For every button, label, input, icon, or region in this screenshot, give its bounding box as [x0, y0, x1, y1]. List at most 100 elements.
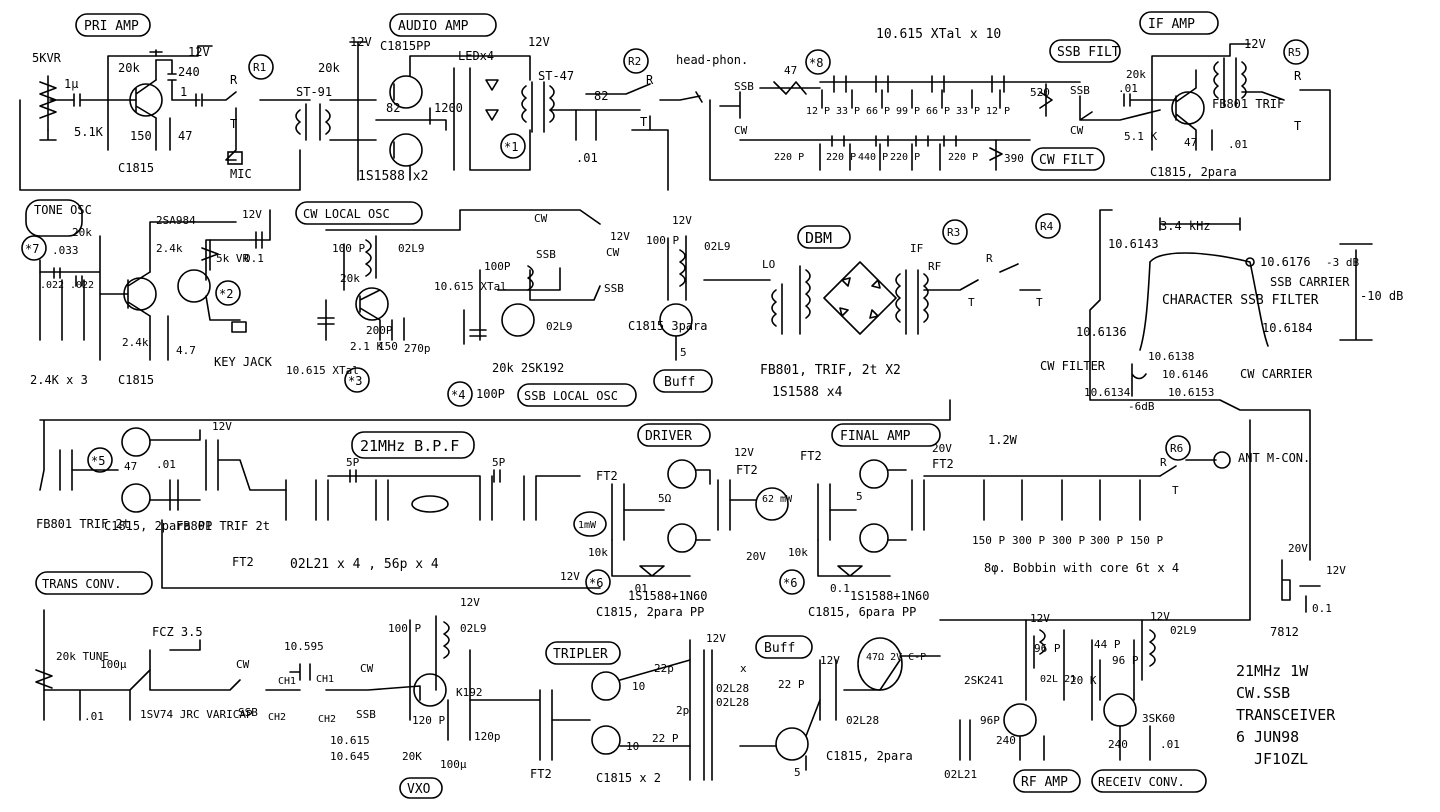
tone-c01: 0.1 [244, 252, 264, 265]
if-tr: C1815, 2para [1150, 165, 1237, 179]
cw-osc-circuit: 100 P 20k 02L9 200P 2.1 K 150 270p 10.61… [286, 209, 630, 377]
ssb-in: SSB [734, 80, 754, 93]
audio-tr-in: ST-91 [296, 85, 332, 99]
if-amp-circuit: .01 20k 5.1 K 47 .01 FB801 TRIF C1815, 2… [1118, 37, 1302, 179]
buff-top-coil: 02L9 [704, 240, 731, 253]
vxo-tune: 20k TUNE [56, 650, 109, 663]
tone-osc-circuit: .033 .022 .022 20k 2.4k 2SA984 2.4k 5k V… [30, 208, 273, 387]
final-c01: 0.1 [830, 582, 850, 595]
lpf-cap-3: 300 P [1052, 534, 1085, 547]
vxo-ch2a: CH2 [268, 712, 286, 723]
vxo-ch1a: CH1 [278, 676, 296, 687]
lpf-ant: ANT M-CON. [1238, 451, 1310, 465]
receiv-conv-label: RECEIV CONV. [1098, 775, 1185, 789]
headphone-r: R [646, 73, 654, 87]
dbm-diode: 1S1588 x4 [772, 385, 843, 400]
receiv-tr: 3SK60 [1142, 712, 1175, 725]
mark-5: *5 [91, 454, 105, 468]
ssb-filt-label: SSB FILT [1057, 45, 1120, 60]
dbm-t1: T [968, 296, 975, 309]
rf-coil1: 02L 21 [1040, 674, 1076, 685]
vxo-circuit: FCZ 3.5 20k TUNE 100μ .01 1SV74 JRC VARI… [35, 596, 501, 771]
title-line-1: 21MHz 1W [1236, 662, 1309, 680]
dbm-lo: LO [762, 258, 775, 271]
driver-c62: 62 mW [762, 494, 793, 505]
buff-bot-cp: 47Ω 2V C-P [866, 652, 926, 663]
pri-amp-v: 12V [188, 45, 210, 59]
vxo-varicap: 1SV74 JRC VARICAP [140, 708, 253, 721]
driver-diode: 1S1588+1N60 [628, 589, 707, 603]
pri-amp-r-bot: 5.1K [74, 125, 104, 139]
char-cw-f2: 10.6146 [1162, 368, 1208, 381]
final-ft2a: FT2 [800, 449, 822, 463]
mark-2: *2 [219, 287, 233, 301]
if-c47: 47 [1184, 136, 1197, 149]
ssb-osc-c100: 100P [484, 260, 511, 273]
char-f3: 10.6136 [1076, 325, 1127, 339]
tone-c022b: .022 [70, 280, 94, 291]
bpf-parts: 02L21 x 4 , 56p x 4 [290, 557, 439, 572]
vxo-x1: 10.595 [284, 640, 324, 653]
vxo-label: VXO [407, 782, 431, 797]
ssb-r47: 47 [784, 64, 797, 77]
filter-circuit: SSB CW 47 10.615 XTal x 10 12 P 33 P 66 … [709, 27, 1331, 181]
buff-bottom-circuit: 12V 22 P 47Ω 2V C-P 02L28 5 C1815, 2para [739, 637, 926, 779]
tone-tr: C1815 [118, 373, 154, 387]
rf-r240: 240 [996, 734, 1016, 747]
vxo-ssb2: SSB [356, 708, 376, 721]
char-title: CHARACTER SSB FILTER [1162, 293, 1319, 308]
ssb-osc-coil: 02L9 [546, 320, 573, 333]
if-r: R [1294, 69, 1302, 83]
reg-c: 0.1 [1312, 602, 1332, 615]
cw-c270: 270p [404, 342, 431, 355]
vxo-c100: 100 P [388, 622, 421, 635]
section-labels: PRI AMP AUDIO AMP SSB FILT IF AMP CW FIL… [25, 11, 1219, 799]
tone-v: 12V [242, 208, 262, 221]
cw-r20k: 20k [340, 272, 360, 285]
ssb-osc-circuit: 100P SSB 10.615 XTal 02L9 SSB CW 20k 2SK… [434, 246, 624, 401]
mark-7: *7 [25, 242, 39, 256]
mark-8: *8 [809, 56, 823, 70]
mark-4: *4 [451, 388, 465, 402]
lpf-cap-4: 300 P [1090, 534, 1123, 547]
receiv-c44: 44 P [1094, 638, 1121, 651]
vxo-coil: 02L9 [460, 622, 487, 635]
tone-r24k: 2.4k [156, 242, 183, 255]
tripler-r10a: 10 [632, 680, 645, 693]
rf-coil2: 02L21 [944, 768, 977, 781]
rf-c96a: 96 P [1034, 642, 1061, 655]
driver-v: 12V [734, 446, 754, 459]
char-cw-db: -6dB [1128, 400, 1155, 413]
trans-core1: FB801 TRIF 2t [36, 517, 130, 531]
pri-amp-t: T [230, 117, 237, 131]
cw-xtal: 10.615 XTal [286, 364, 359, 377]
audio-r82: 82 [386, 101, 400, 115]
dbm-t2: T [1036, 296, 1043, 309]
driver-c01: .01 [628, 582, 648, 595]
ssb-osc-ssb1: SSB [536, 248, 556, 261]
headphone-r82: 82 [594, 89, 608, 103]
pri-amp-c-emit: 47 [178, 129, 192, 143]
char-db10: -10 dB [1360, 289, 1403, 303]
driver-label: DRIVER [645, 429, 692, 444]
vxo-ch2b: CH2 [318, 714, 336, 725]
buff-top-v: 12V [672, 214, 692, 227]
mark-6b: *6 [783, 576, 797, 590]
receiv-conv-circuit: 12V 44 P 20 K 96 P 02L9 3SK60 240 .01 [1070, 610, 1197, 761]
audio-v1: 12V [350, 35, 372, 49]
if-amp-label: IF AMP [1148, 17, 1195, 32]
rf-v: 12V [1030, 612, 1050, 625]
tripler-ft2: FT2 [530, 767, 552, 781]
cw-cap-3: 440 P [858, 152, 888, 163]
dbm-core: FB801, TRIF, 2t X2 [760, 363, 901, 378]
ssb-osc-c100b: 100P [476, 387, 505, 401]
pri-amp-label: PRI AMP [84, 19, 139, 34]
receiv-c96: 96 P [1112, 654, 1139, 667]
if-v: 12V [1244, 37, 1266, 51]
relay-r3: R3 [947, 226, 960, 239]
if-r5k: 5.1 K [1124, 130, 1157, 143]
lpf-r: R [1160, 456, 1167, 469]
trans-tr: C1815, 2para PP [104, 519, 212, 533]
tripler-coil1: 02L28 [716, 682, 749, 695]
buff-bot-r5: 5 [794, 766, 801, 779]
